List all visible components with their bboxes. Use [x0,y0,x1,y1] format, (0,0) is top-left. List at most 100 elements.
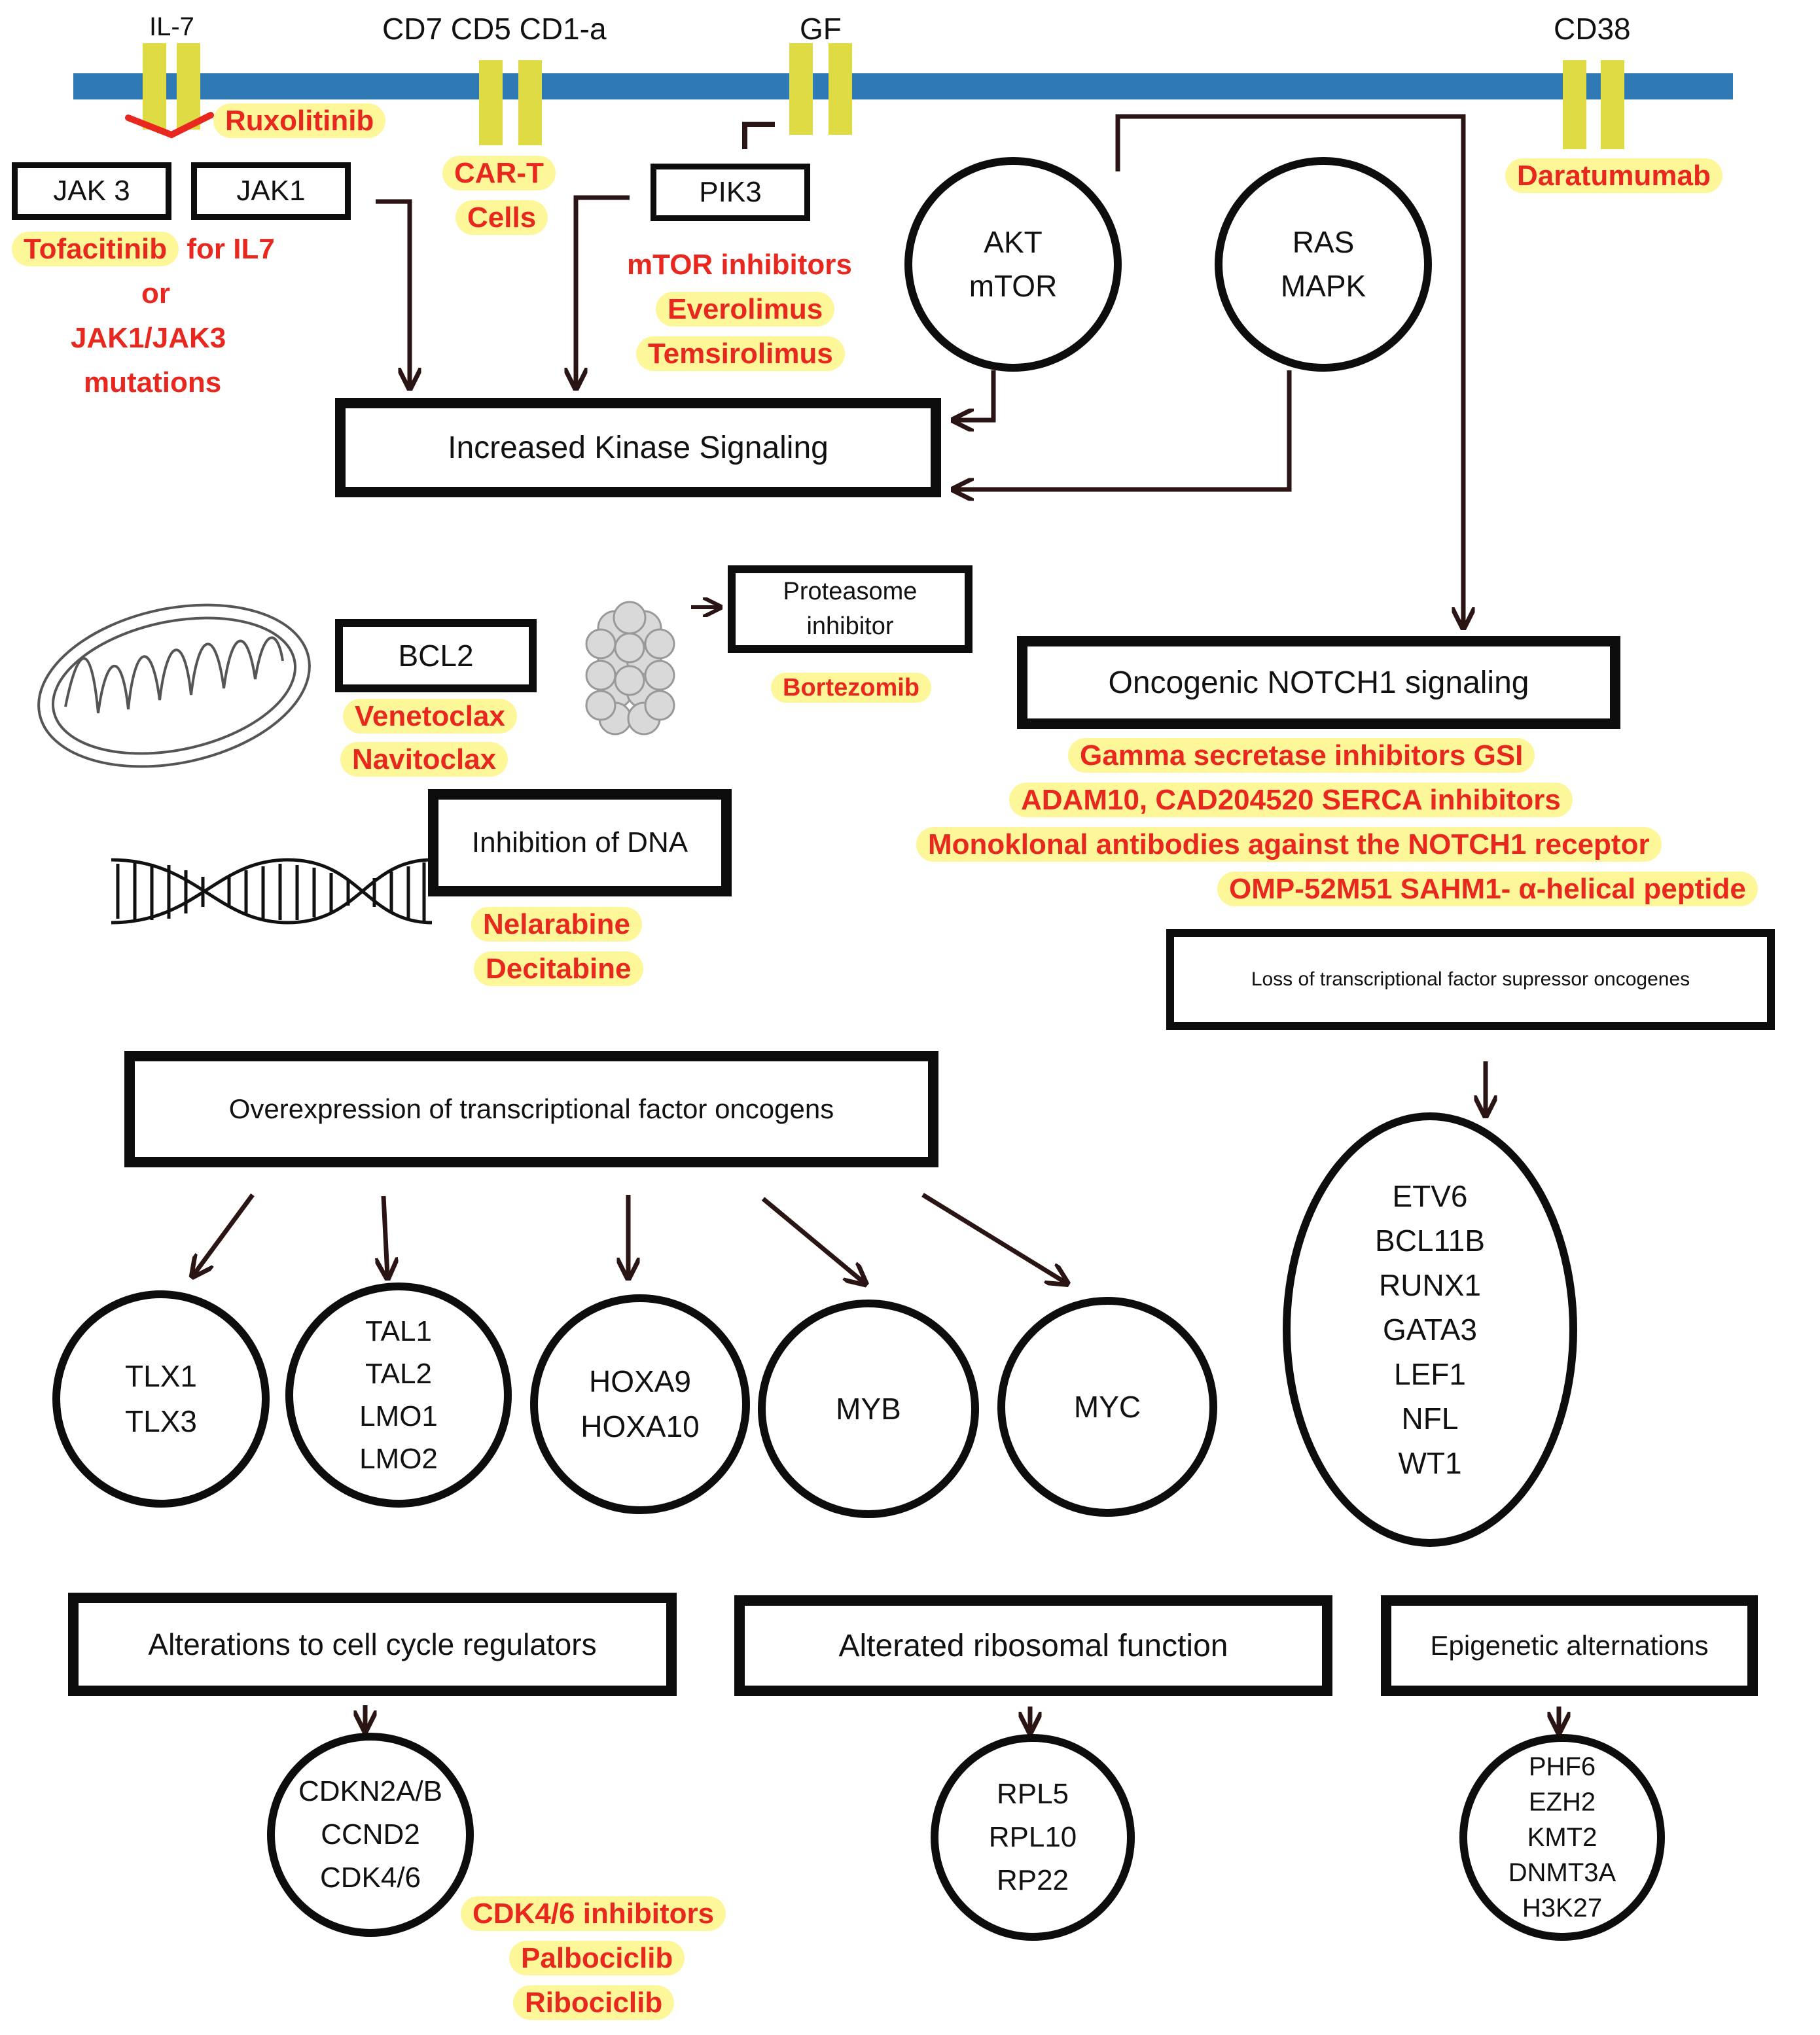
drug-tofacitinib: Tofacitinib for IL7 [12,232,275,266]
circle-rpl-line-1: RPL5 [996,1778,1069,1810]
circle-etv-line-6: NFL [1401,1402,1459,1436]
circle-cdk: CDKN2A/B CCND2 CDK4/6 [267,1733,474,1937]
circle-phf6: PHF6 EZH2 KMT2 DNMT3A H3K27 [1459,1734,1665,1941]
circle-rpl-line-2: RPL10 [988,1821,1077,1853]
circle-hox-line-1: HOXA9 [589,1364,691,1398]
circle-etv-line-4: GATA3 [1383,1312,1477,1347]
box-overexpression: Overexpression of transcriptional factor… [124,1051,938,1167]
circle-tlx-line-1: TLX1 [125,1359,197,1393]
circle-myc-line-1: MYC [1073,1389,1141,1424]
circle-cdk-line-3: CDK4/6 [319,1862,421,1894]
arrow-jak1-to-kinase [376,199,410,386]
circle-etv-line-3: RUNX1 [1379,1267,1481,1302]
label-il7: IL-7 [149,12,194,41]
drug-ruxolitinib: Ruxolitinib [213,103,386,138]
drug-ribociclib-text: Ribociclib [513,1985,675,2020]
drug-daratumumab-text: Daratumumab [1505,158,1722,193]
box-jak3: JAK 3 [12,162,171,220]
circle-cdk-line-1: CDKN2A/B [298,1775,443,1807]
circle-etv-line-7: WT1 [1398,1446,1462,1481]
receptor-cd [479,60,542,145]
circle-etv-line-2: BCL11B [1375,1223,1485,1258]
drug-decitabine: Decitabine [474,951,643,986]
drug-bortezomib: Bortezomib [771,673,931,703]
circle-ras-mapk: RAS MAPK [1215,157,1432,372]
arrow-over-to-myc [921,1193,1065,1283]
drug-cart: CAR-T [442,156,556,190]
box-epigenetic-alternations: Epigenetic alternations [1381,1595,1758,1696]
box-oncogenic-notch1: Oncogenic NOTCH1 signaling [1017,636,1620,729]
circle-tlx-line-2: TLX3 [125,1404,197,1438]
box-jak1: JAK1 [191,162,351,220]
drug-navitoclax-text: Navitoclax [340,742,509,777]
circle-phf-line-3: KMT2 [1527,1823,1597,1852]
arrow-over-to-tal [384,1195,387,1276]
circle-myb: MYB [758,1300,979,1518]
drug-notch-4: OMP-52M51 SAHM1- α-helical peptide [1217,872,1758,906]
circle-tal-line-1: TAL1 [365,1315,432,1347]
drug-notch-3: Monoklonal antibodies against the NOTCH1… [916,827,1662,862]
drug-cdk-inhibitors: CDK4/6 inhibitors [461,1896,726,1931]
drug-ribociclib: Ribociclib [513,1985,675,2020]
drug-palbociclib: Palbociclib [509,1941,685,1975]
drug-jak-mutations-2: mutations [84,366,222,398]
proteasome-line-1: Proteasome [783,577,918,605]
box-cell-cycle-regulators: Alterations to cell cycle regulators [68,1593,677,1696]
drug-decitabine-text: Decitabine [474,951,643,986]
circle-myc: MYC [997,1297,1217,1517]
drug-cdk-inhibitors-text: CDK4/6 inhibitors [461,1896,726,1931]
circle-tal: TAL1 TAL2 LMO1 LMO2 [285,1283,512,1508]
dna-helix-icon [111,858,433,925]
drug-cart-line-1: CAR-T [442,156,556,190]
box-ribosomal-function: Alterated ribosomal function [734,1595,1332,1696]
box-increased-kinase-signaling: Increased Kinase Signaling [335,398,941,497]
drug-cart-2: Cells [455,200,548,235]
arrow-pik3-to-kinase [576,195,630,386]
box-inhibition-of-dna: Inhibition of DNA [428,789,732,896]
circle-tal-line-2: TAL2 [365,1357,432,1390]
drug-or: or [141,277,170,310]
box-loss-transcriptional-factor: Loss of transcriptional factor supressor… [1166,929,1775,1030]
circle-etv-line-1: ETV6 [1392,1178,1468,1213]
circle-tlx: TLX1 TLX3 [52,1290,270,1508]
drug-navitoclax: Navitoclax [340,742,509,777]
circle-etv6: ETV6 BCL11B RUNX1 GATA3 LEF1 NFL WT1 [1283,1112,1577,1547]
receptor-cd38 [1563,60,1624,149]
label-gf: GF [800,12,842,46]
drug-everolimus-text: Everolimus [656,292,835,327]
proteasome-icon [585,601,675,735]
circle-phf-line-2: EZH2 [1528,1788,1596,1816]
circle-hox: HOXA9 HOXA10 [530,1294,750,1514]
circle-ras-line-1: RAS [1292,225,1355,260]
drug-nelarabine: Nelarabine [471,907,642,942]
circle-akt-line-1: AKT [984,225,1043,260]
drug-ruxolitinib-text: Ruxolitinib [213,103,386,138]
box-pik3: PIK3 [651,164,810,221]
circle-rpl-line-3: RP22 [996,1864,1069,1896]
drug-venetoclax: Venetoclax [343,699,517,734]
drug-notch-1: Gamma secretase inhibitors GSI [1068,738,1535,773]
circle-cdk-line-2: CCND2 [321,1818,420,1850]
label-cd38: CD38 [1554,12,1631,46]
drug-daratumumab: Daratumumab [1505,158,1722,193]
drug-tofacitinib-text: Tofacitinib [12,232,179,266]
box-bcl2: BCL2 [335,619,537,692]
drug-temsirolimus-text: Temsirolimus [636,336,845,371]
box-proteasome-inhibitor: Proteasome inhibitor [728,565,972,653]
drug-venetoclax-text: Venetoclax [343,699,517,734]
drug-temsirolimus: Temsirolimus [636,336,845,371]
drug-nelarabine-text: Nelarabine [471,907,642,942]
drug-mtor-inhibitors: mTOR inhibitors [627,249,852,281]
circle-akt-mtor: AKT mTOR [904,157,1122,372]
circle-phf-line-5: H3K27 [1522,1894,1603,1922]
arrow-akt-to-notch [1115,114,1463,626]
circle-akt-line-2: mTOR [969,269,1058,303]
drug-notch-4-text: OMP-52M51 SAHM1- α-helical peptide [1217,872,1758,906]
drug-notch-1-text: Gamma secretase inhibitors GSI [1068,738,1535,773]
drug-notch-2-text: ADAM10, CAD204520 SERCA inhibitors [1009,783,1573,817]
receptor-il7 [143,43,200,130]
circle-tal-line-3: LMO1 [359,1400,438,1432]
arrow-over-to-tlx [194,1193,255,1275]
